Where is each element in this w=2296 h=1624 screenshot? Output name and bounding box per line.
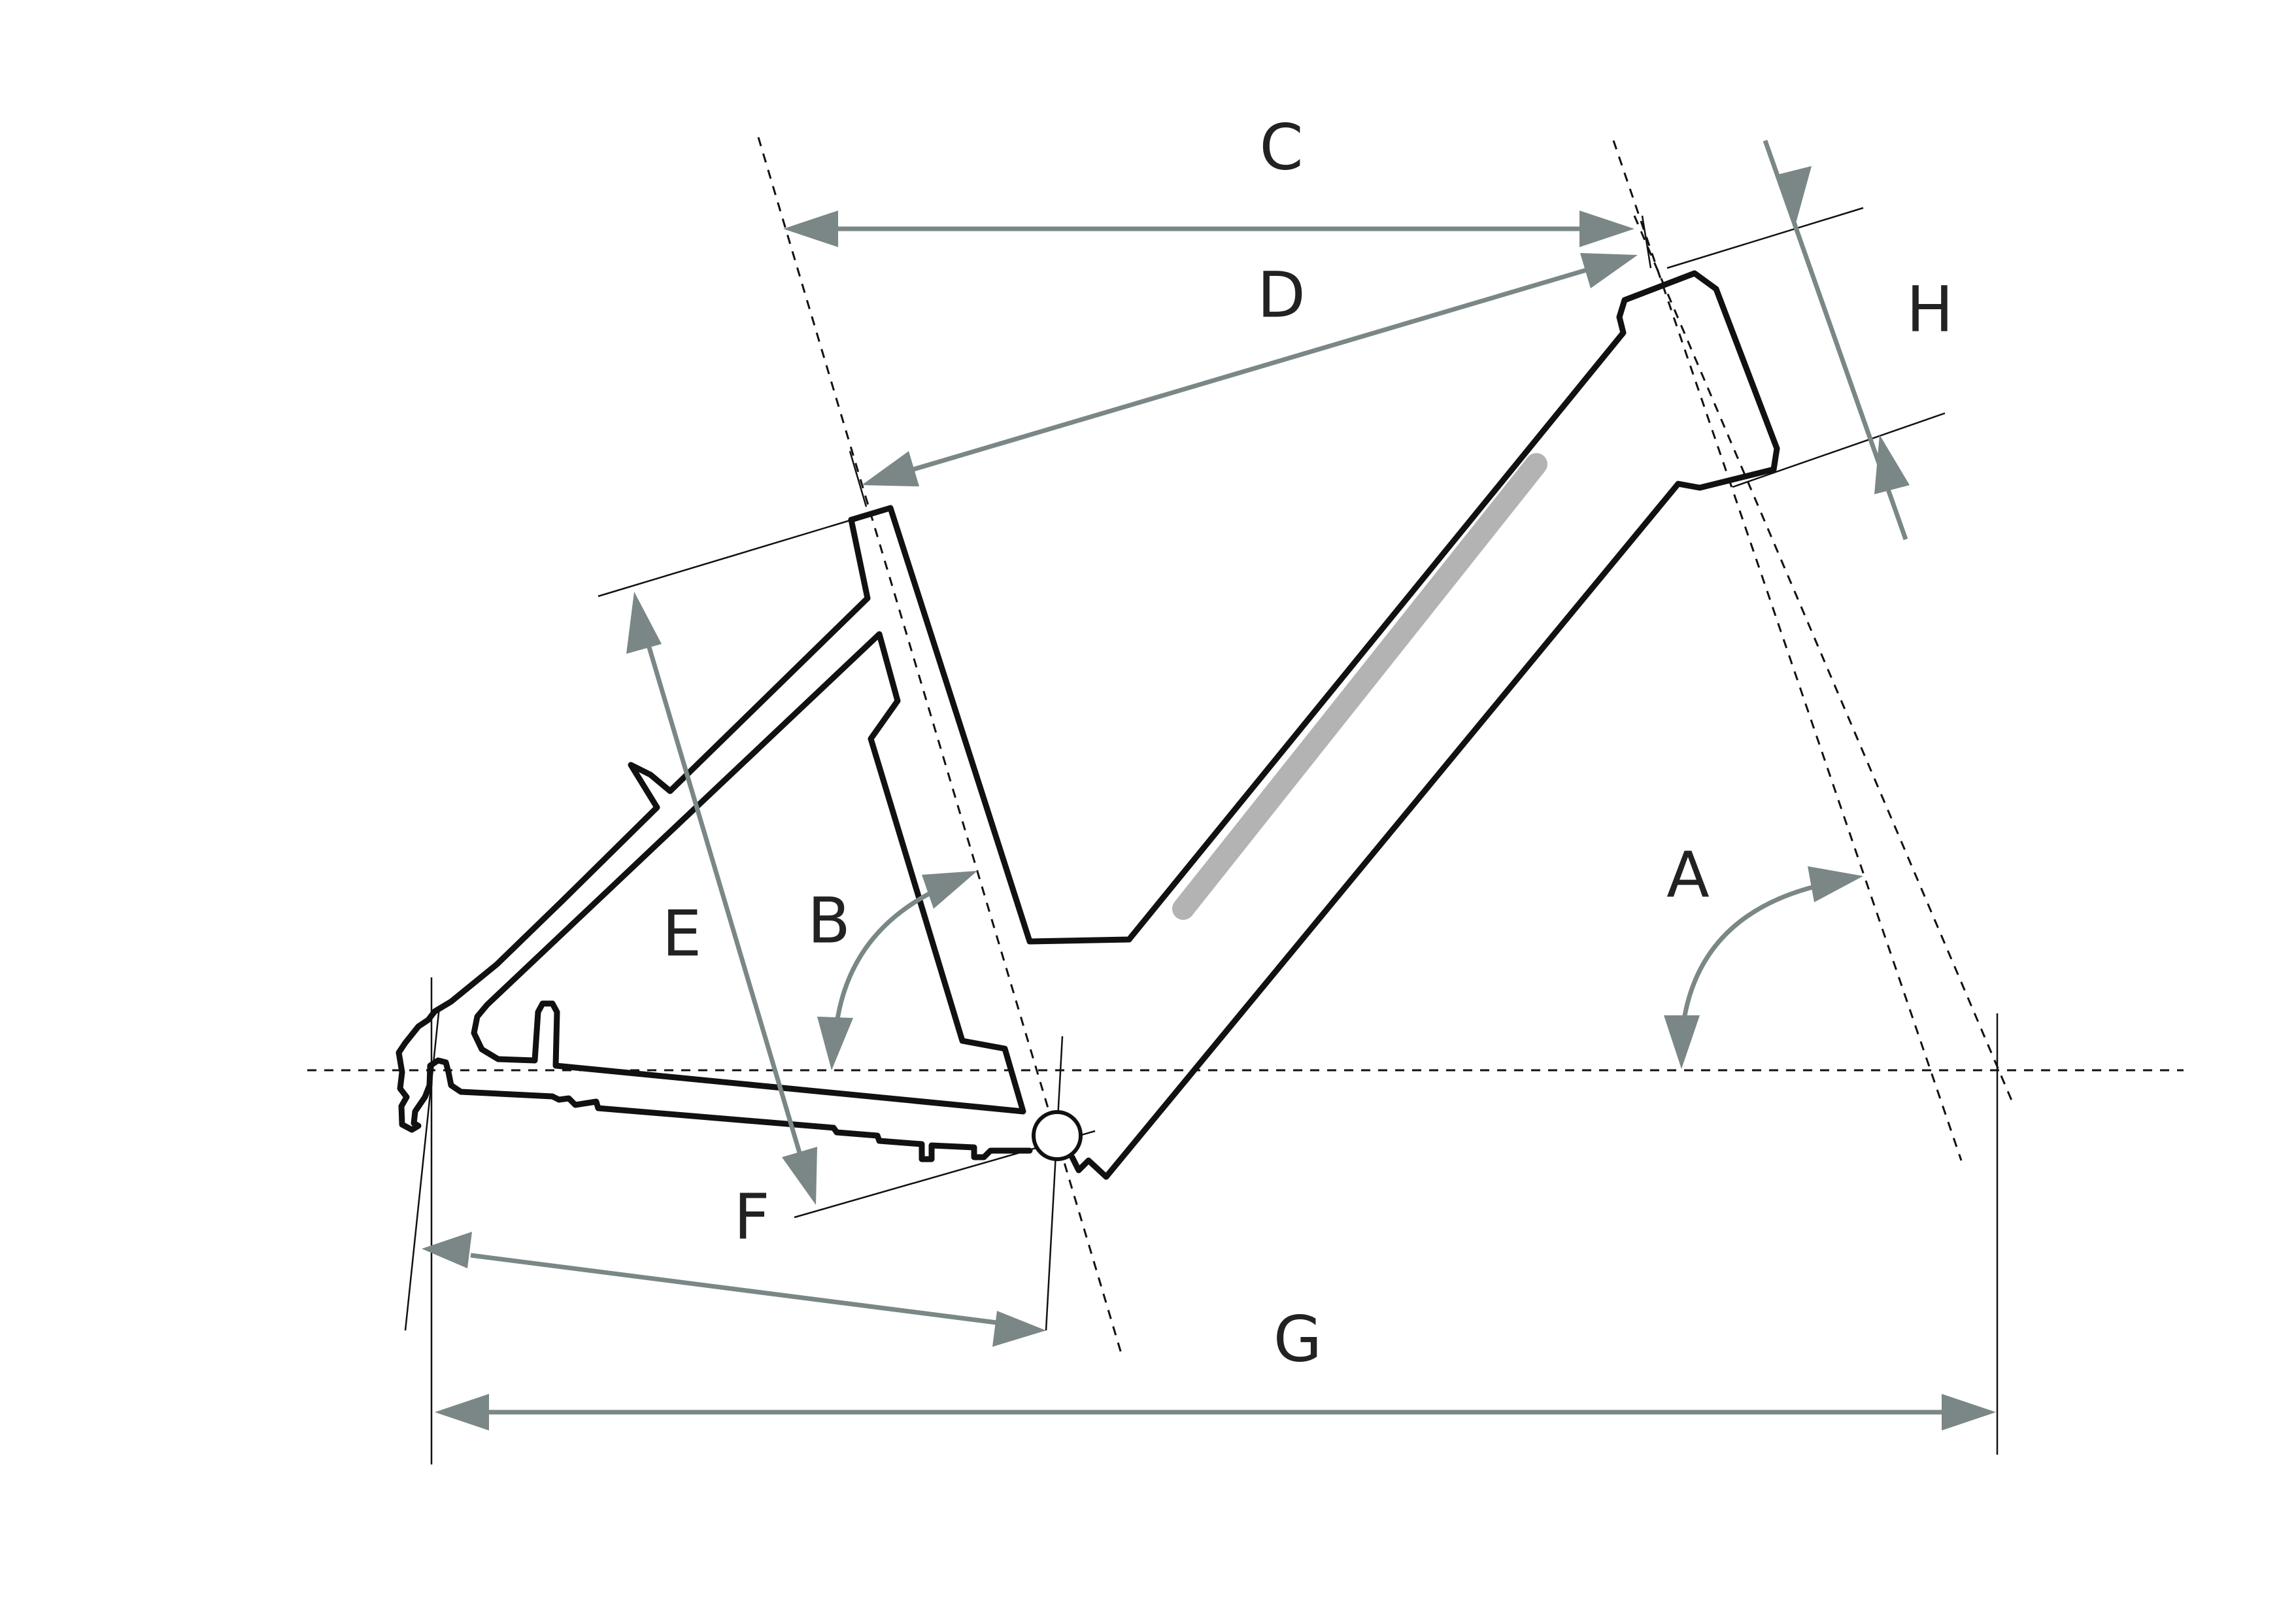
dimension-g-arrow-left [435,1394,489,1430]
head-tube-top-marker [1641,215,1652,269]
dimension-d-line [908,267,1589,473]
dimensions [422,139,1996,1430]
label-d: D [1257,258,1306,331]
dimension-e-line [645,640,803,1158]
dimension-c-arrow-left [783,211,838,247]
dimension-b-arrow-top [922,871,977,909]
seat-tube-top-extension [598,517,857,598]
dimension-c-arrow-right [1579,211,1634,247]
bottom-bracket-circle [1032,1110,1083,1161]
label-f: F [734,1180,769,1253]
rear-dropout-outline [396,1017,431,1133]
seat-stay-outline [425,516,871,1023]
dimension-e-arrow-top [626,592,662,654]
dimension-labels: C D H A B E F G [662,110,1953,1376]
dimension-b-arc [834,890,933,1024]
bottom-bracket-vertical-line [1045,1036,1064,1331]
chain-stay-outline [411,1057,1033,1162]
frame-main-outline [848,270,1780,1180]
battery-shadow [1172,453,1547,920]
label-a: A [1666,838,1710,911]
rear-axle-slanted-line [404,1006,441,1331]
label-g: G [1274,1302,1322,1376]
label-b: B [807,884,851,957]
dimension-f-arrow-right [992,1311,1046,1347]
dimension-a-arc [1681,883,1818,1024]
dimension-f-line [470,1253,1007,1327]
label-c: C [1259,110,1303,184]
label-h: H [1906,273,1953,346]
dimension-a-arrow-top [1808,866,1863,902]
head-tube-bottom-extension [1732,412,1946,488]
dimension-a-arrow-bottom [1664,1015,1700,1069]
seat-stay-inner-outline [471,631,1026,1115]
bike-frame [396,270,1780,1180]
reference-lines [307,137,2184,1354]
dimension-e-arrow-bottom [782,1147,817,1205]
seat-tube-top-marker [849,450,868,507]
dimension-d-arrow-right [1580,253,1638,288]
dimension-b-arrow-bottom [817,1017,853,1070]
head-tube-axis-line-2 [1633,215,2015,1106]
label-e: E [662,897,702,970]
dimension-f-arrow-left [422,1232,472,1268]
dimension-h-arrow-top [1775,166,1812,226]
dimension-h-arrow-bottom [1874,435,1910,494]
head-tube-top-extension [1666,207,1864,269]
dimension-g-arrow-right [1942,1394,1996,1430]
extension-lines [404,207,1999,1464]
dimension-d-arrow-left [862,451,919,486]
